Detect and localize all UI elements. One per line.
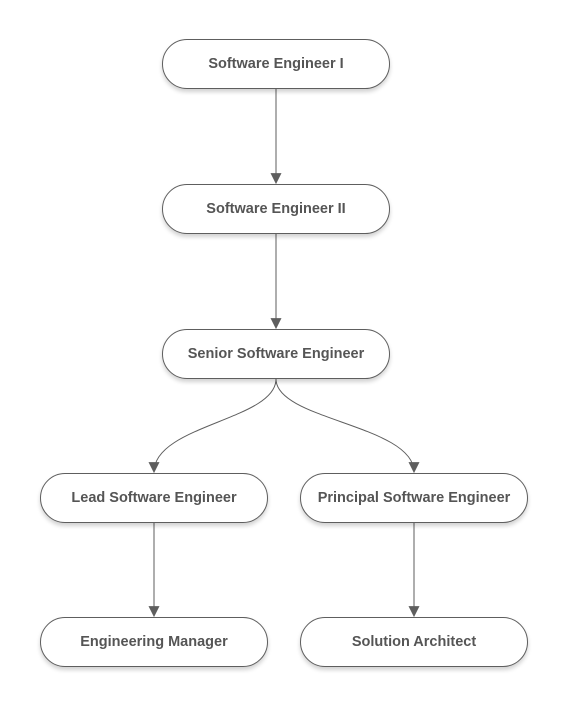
node-label: Software Engineer I (208, 56, 344, 72)
edge-senior-to-principal (275, 378, 420, 474)
node-lead-software-engineer: Lead Software Engineer (40, 473, 268, 523)
node-principal-software-engineer: Principal Software Engineer (300, 473, 528, 523)
node-software-engineer-2: Software Engineer II (162, 184, 390, 234)
node-label: Lead Software Engineer (71, 490, 237, 506)
node-software-engineer-1: Software Engineer I (162, 39, 390, 89)
node-solution-architect: Solution Architect (300, 617, 528, 667)
edge-senior-to-lead (148, 378, 277, 474)
node-engineering-manager: Engineering Manager (40, 617, 268, 667)
node-label: Engineering Manager (80, 634, 228, 650)
node-label: Solution Architect (351, 634, 477, 650)
node-label: Principal Software Engineer (317, 490, 511, 506)
node-label: Software Engineer II (206, 201, 346, 217)
node-label: Senior Software Engineer (187, 346, 365, 362)
node-senior-software-engineer: Senior Software Engineer (162, 329, 390, 379)
